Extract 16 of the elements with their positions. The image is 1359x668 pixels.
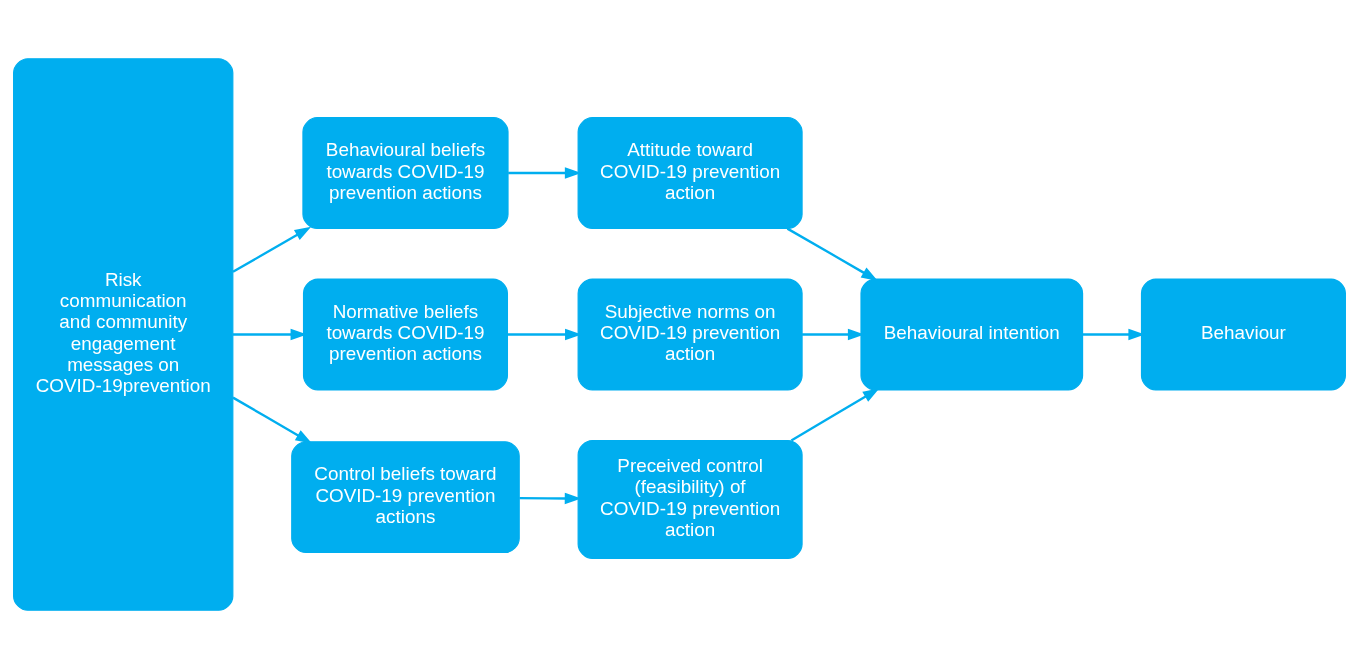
arrow [507,328,582,340]
arrow [232,226,312,273]
node-box: Behavioural intention [860,278,1084,390]
arrow [786,227,878,281]
arrow [508,166,582,179]
arrow [790,387,880,441]
node-box: Risk communication and community engagement messages on COVID-19prevention [13,57,234,611]
arrow [519,492,582,504]
node-box: Preceived control (feasibility) of COVID-19 prevention action [577,439,803,559]
arrow [232,396,313,444]
node-box: Behaviour [1140,278,1346,390]
node-box: Behavioural beliefs towards COVID-19 prevention actions [302,116,509,229]
node-box: Subjective norms on COVID-19 prevention action [577,278,803,390]
node-box: Normative beliefs towards COVID-19 prevention actions [302,278,508,390]
node-box: Control beliefs toward COVID-19 prevention actions [291,440,520,553]
node-box: Attitude toward COVID-19 prevention action [577,116,803,229]
